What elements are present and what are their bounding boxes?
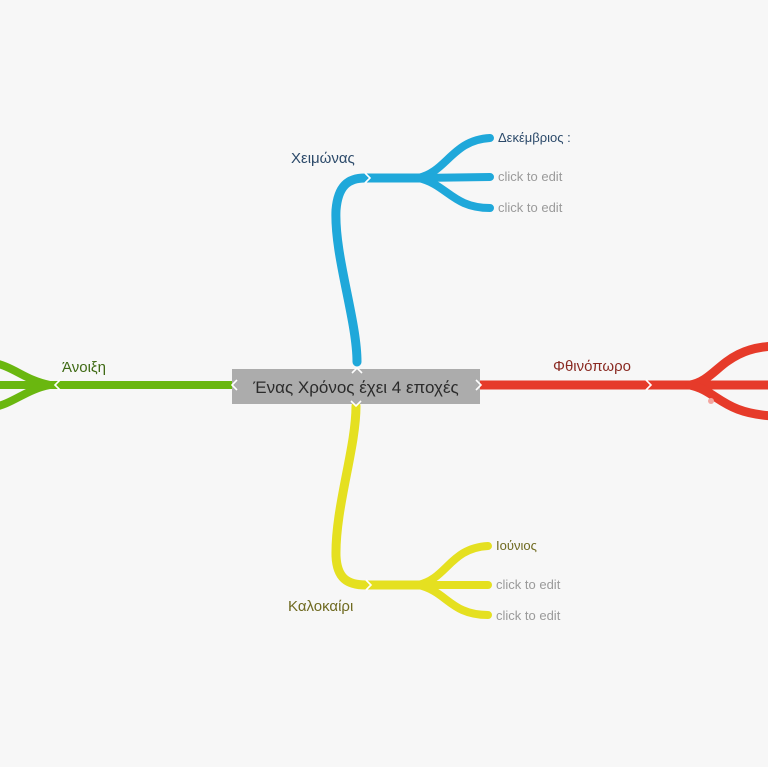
branch-autumn-fork-top [685,342,768,390]
branch-summer-child-2[interactable]: click to edit [496,577,561,592]
branch-autumn-handle[interactable] [708,398,714,404]
branch-summer-child-3[interactable]: click to edit [496,608,561,623]
branch-summer-label[interactable]: Καλοκαίρι [288,598,353,615]
branch-winter-label[interactable]: Χειμώνας [291,150,355,167]
branch-autumn[interactable]: Φθινόπωρο [475,342,768,420]
branch-winter-trunk [331,173,430,367]
branch-summer-fork-bot [414,581,492,619]
center-arrow-left [230,379,238,391]
branch-winter[interactable]: Χειμώνας Δεκέμβριος : click to edit clic… [291,130,571,367]
branch-summer[interactable]: Καλοκαίρι Ιούνιος click to edit click to… [288,401,561,623]
branch-spring-fork-bot [0,381,54,410]
branch-spring-label[interactable]: Άνοιξη [62,359,106,376]
center-arrow-right [475,379,483,391]
branch-winter-child-1[interactable]: Δεκέμβριος : [498,130,571,145]
center-node-label[interactable]: Ένας Χρόνος έχει 4 εποχές [252,378,458,397]
center-arrow-bottom [350,400,362,408]
branch-summer-fork-top [414,542,492,589]
branch-autumn-fork-bot [685,380,768,420]
branch-winter-fork-bot [414,174,494,212]
branch-winter-arrow [364,172,372,184]
branch-summer-arrow [365,579,373,591]
center-node[interactable]: Ένας Χρόνος έχει 4 εποχές [230,366,483,408]
branch-spring-arrow [53,379,61,391]
branch-winter-child-3[interactable]: click to edit [498,200,563,215]
branch-winter-child-2[interactable]: click to edit [498,169,563,184]
branch-spring[interactable]: Άνοιξη [0,359,236,410]
branch-summer-child-1[interactable]: Ιούνιος [496,538,537,553]
branch-autumn-arrow [645,379,653,391]
branch-winter-fork-top [414,134,494,182]
branch-autumn-label[interactable]: Φθινόπωρο [553,358,631,375]
center-arrow-top [351,366,363,374]
branch-summer-trunk [331,401,430,590]
center-node-box [232,369,480,404]
